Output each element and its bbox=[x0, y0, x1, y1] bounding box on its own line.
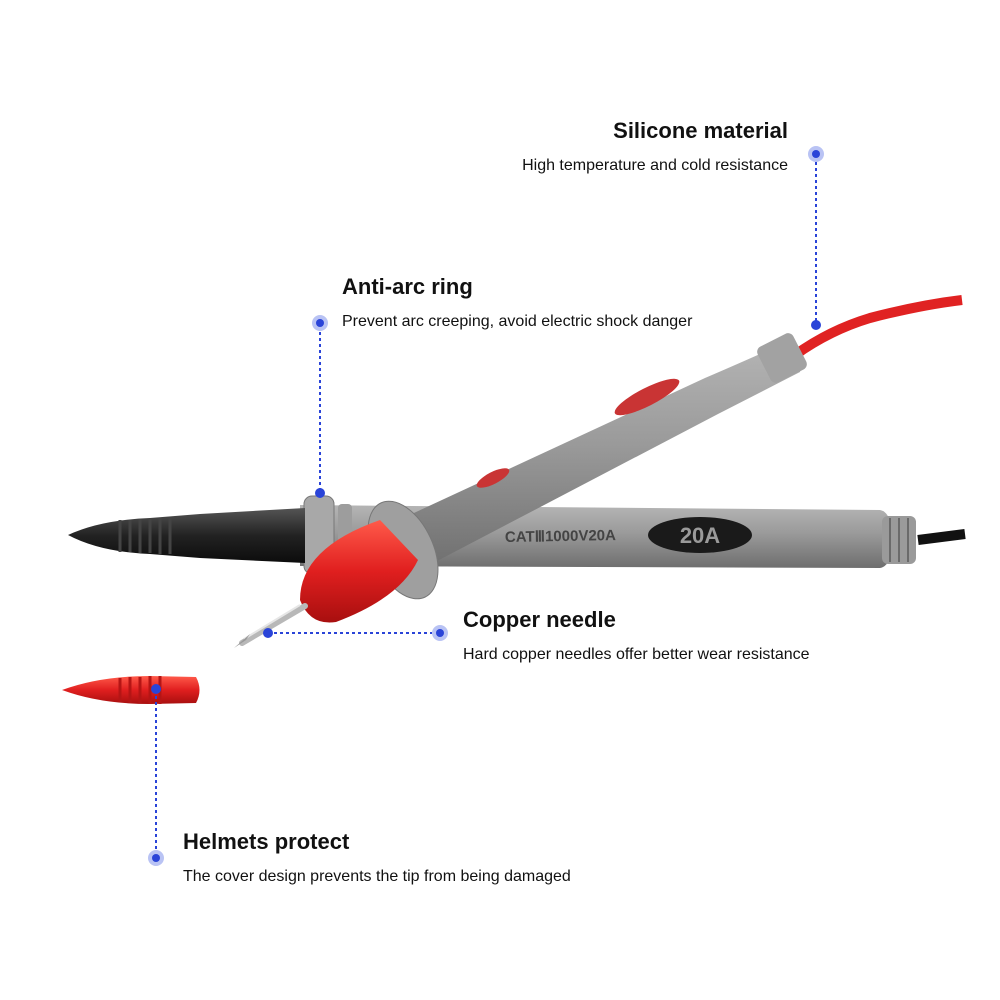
copper-description: Hard copper needles offer better wear re… bbox=[463, 646, 810, 663]
callout-connectors bbox=[155, 162, 817, 850]
callout-markers bbox=[148, 146, 824, 866]
silicone-marker-icon bbox=[808, 146, 824, 162]
anti-arc-description: Prevent arc creeping, avoid electric sho… bbox=[342, 313, 693, 330]
silicone-description: High temperature and cold resistance bbox=[522, 157, 788, 174]
copper-needle bbox=[239, 603, 308, 646]
black-probe-cable bbox=[917, 529, 966, 545]
helmet-title: Helmets protect bbox=[183, 829, 350, 854]
helmet-description: The cover design prevents the tip from b… bbox=[183, 868, 571, 885]
red-probe-end-ring bbox=[757, 333, 807, 383]
copper-title: Copper needle bbox=[463, 607, 616, 632]
silicone-title: Silicone material bbox=[613, 118, 788, 143]
anti-arc-marker-icon bbox=[312, 315, 328, 331]
current-badge bbox=[648, 517, 752, 553]
protective-cap bbox=[62, 676, 200, 704]
copper-marker-icon bbox=[432, 625, 448, 641]
red-probe-handle bbox=[388, 340, 801, 572]
probe-rating-text: CATⅢ1000V20A bbox=[505, 527, 616, 546]
black-probe-tip bbox=[68, 508, 305, 563]
helmet-marker-icon bbox=[148, 850, 164, 866]
current-badge-text: 20A bbox=[680, 523, 720, 548]
red-probe bbox=[234, 333, 807, 648]
anti-arc-title: Anti-arc ring bbox=[342, 274, 473, 299]
red-probe-tip bbox=[300, 520, 418, 623]
red-probe-cable bbox=[792, 295, 963, 360]
